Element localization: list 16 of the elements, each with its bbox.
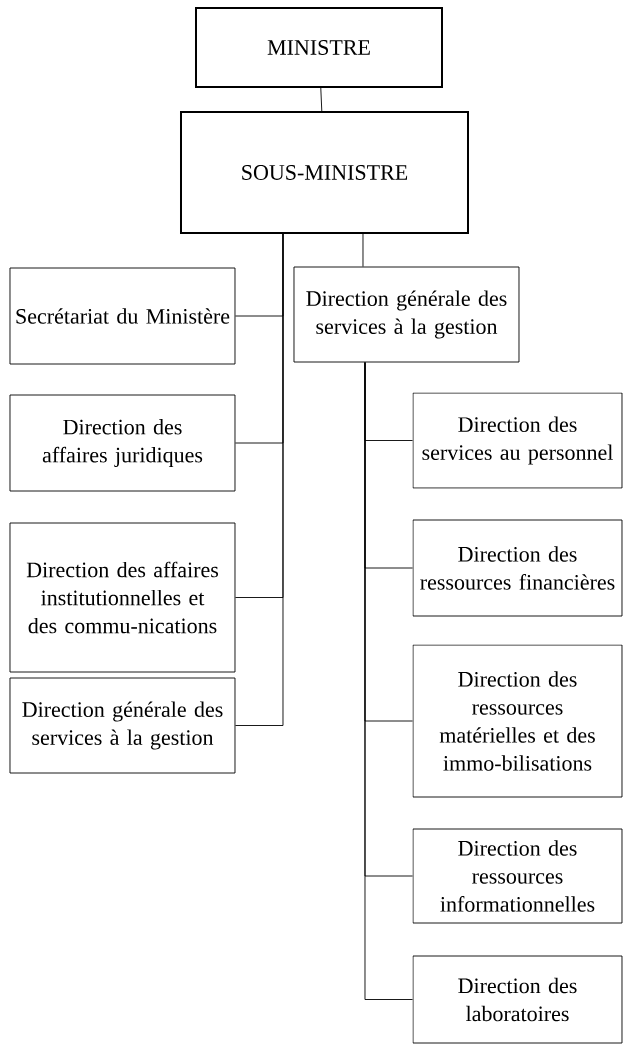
unit-box: Direction générale des services à la gestion [9, 677, 236, 774]
unit-box: Direction des affaires institutionnelles et des commu-nications [9, 522, 236, 673]
deputy-minister-box: SOUS-MINISTRE [180, 111, 469, 234]
unit-box: Direction des ressources informationnelles [412, 828, 623, 924]
unit-box: Secrétariat du Ministère [9, 267, 236, 365]
minister-box: MINISTRE [195, 7, 443, 88]
unit-box: Direction des affaires juridiques [9, 394, 236, 492]
connector-line [235, 233, 284, 726]
unit-box: Direction des ressources matérielles et des immo-bilisations [412, 644, 623, 798]
connector-line [364, 362, 413, 1000]
connector-line [320, 87, 323, 112]
unit-box: Direction générale des services à la gestion [293, 266, 520, 363]
connector-line [362, 233, 364, 267]
unit-box: Direction des ressources financières [412, 519, 623, 617]
unit-box: Direction des laboratoires [412, 955, 623, 1044]
unit-box: Direction des services au personnel [412, 392, 623, 489]
